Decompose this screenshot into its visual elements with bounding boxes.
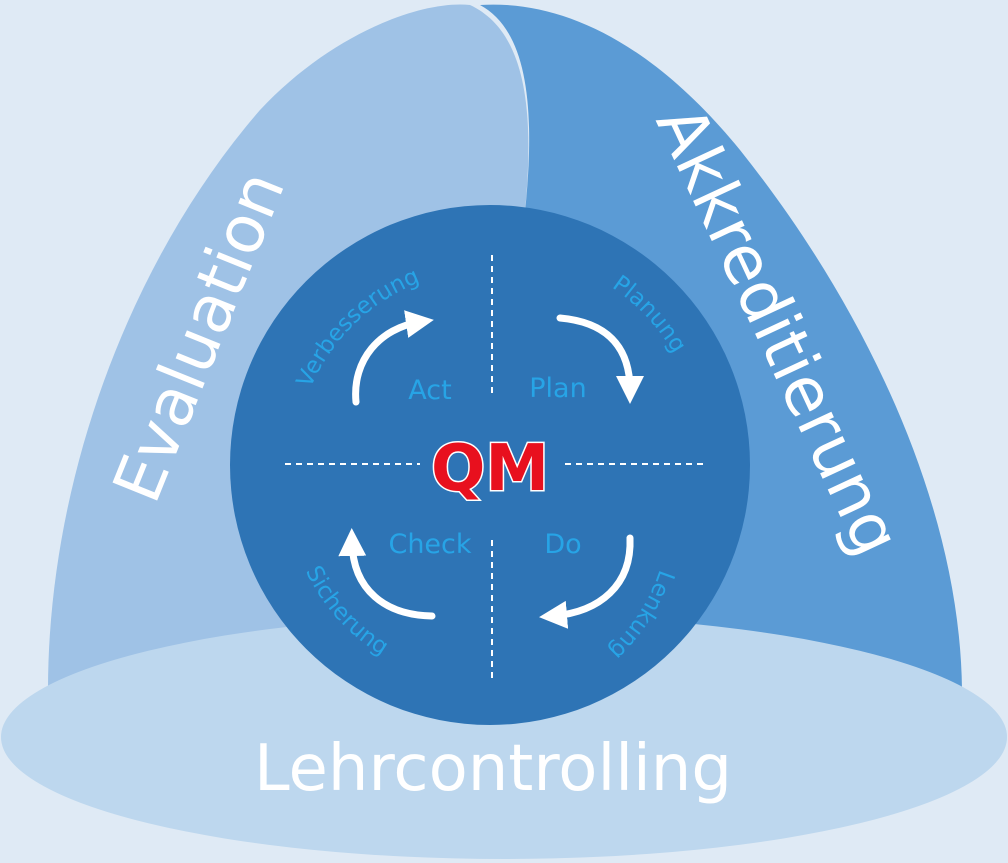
do-label: Do (544, 529, 581, 560)
lehrcontrolling-label: Lehrcontrolling (254, 732, 732, 806)
act-label: Act (408, 375, 451, 406)
lehrcontrolling-lobe (1, 615, 1007, 859)
pdca-circle (230, 205, 750, 725)
check-label: Check (388, 529, 471, 560)
do-arrow-icon (539, 534, 634, 629)
act-arrow-icon (352, 310, 434, 406)
plan-label: Plan (529, 373, 586, 404)
qm-label: QM (431, 432, 549, 506)
plan-arrow-icon (556, 314, 644, 404)
quadrant-dividers (285, 255, 705, 680)
check-arrow-icon (338, 528, 436, 620)
